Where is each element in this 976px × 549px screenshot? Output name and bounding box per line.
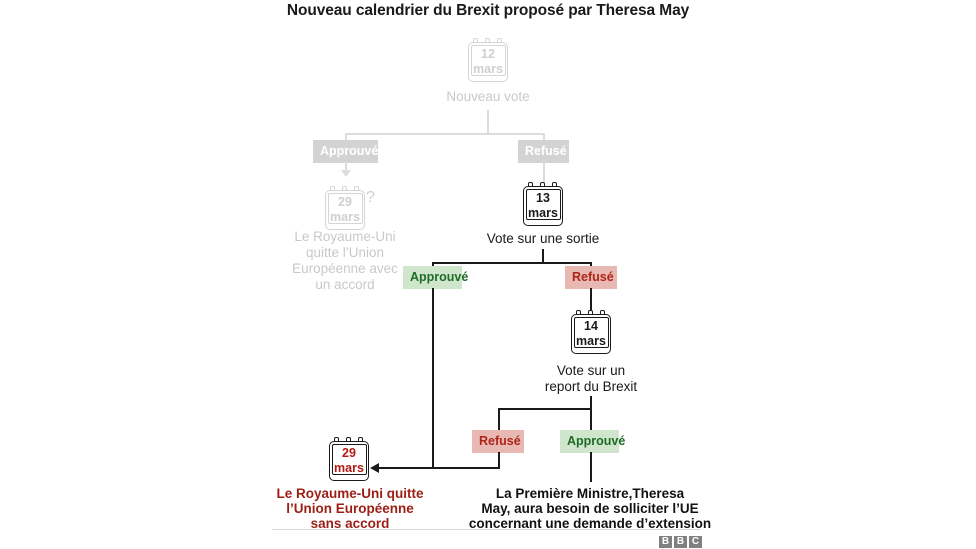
calendar-day: 29 <box>338 195 352 209</box>
connector-approuve2-long-vertical <box>432 288 434 468</box>
calendar-29-mars-with-deal: 29 mars <box>325 186 365 230</box>
label-vote-report-line2: report du Brexit <box>544 379 638 394</box>
calendar-date: 13 mars <box>525 189 561 220</box>
label-exit-with-deal-line1: Le Royaume-Uni <box>294 229 396 244</box>
bbc-logo-letter-b1: B <box>659 536 672 548</box>
calendar-month: mars <box>528 205 558 220</box>
bbc-logo: B B C <box>659 536 702 548</box>
connector-level3-horizontal <box>498 408 591 410</box>
connector-level1-left-drop <box>345 133 347 142</box>
calendar-14-mars: 14 mars <box>571 310 611 354</box>
connector-refuse2-stem <box>590 288 592 310</box>
label-vote-report-line1: Vote sur un <box>556 363 626 378</box>
calendar-day: 12 <box>481 47 495 61</box>
connector-level1-right-drop <box>543 133 545 142</box>
connector-level1-horizontal <box>345 133 544 135</box>
connector-refuse1-stem <box>543 161 545 182</box>
connector-refuse3-stem <box>498 452 500 469</box>
label-extension-line2: May, aura besoin de solliciter l’UE <box>481 501 699 516</box>
calendar-12-mars: 12 mars <box>468 38 508 82</box>
calendar-date: 12 mars <box>470 45 506 76</box>
question-mark-exit-with-deal: ? <box>366 189 375 206</box>
chip-refuse-vote13: Refusé <box>565 266 617 289</box>
chip-approuve-vote12: Approuvé <box>313 140 378 163</box>
calendar-day: 14 <box>584 319 598 333</box>
label-extension-line1: La Première Ministre,Theresa <box>495 486 685 501</box>
calendar-month: mars <box>576 333 606 348</box>
calendar-month: mars <box>473 61 503 76</box>
label-no-deal-line2: l’Union Européenne <box>286 501 414 516</box>
chip-approuve-vote13: Approuvé <box>403 266 468 289</box>
chip-approuve-vote14: Approuvé <box>560 430 625 453</box>
chip-refuse-vote14: Refusé <box>472 430 524 453</box>
calendar-month: mars <box>330 209 360 224</box>
calendar-day: 13 <box>536 191 550 205</box>
calendar-month: mars <box>334 460 364 475</box>
connector-vote12-stem <box>487 110 489 134</box>
calendar-29-mars-no-deal: 29 mars <box>329 437 369 481</box>
calendar-date: 29 mars <box>331 444 367 475</box>
label-no-deal-line1: Le Royaume-Uni quitte <box>276 486 424 501</box>
label-exit-with-deal-line2: quitte l’Union <box>305 245 385 260</box>
calendar-day: 29 <box>342 446 356 460</box>
label-vote-sur-une-sortie: Vote sur une sortie <box>486 231 600 246</box>
label-nouveau-vote: Nouveau vote <box>446 89 530 104</box>
connector-vote14-stem <box>590 396 592 409</box>
chip-refuse-vote12: Refusé <box>518 140 569 163</box>
connector-approuve3-stem <box>590 452 592 482</box>
bbc-logo-letter-c: C <box>689 536 702 548</box>
label-no-deal-line3: sans accord <box>310 516 390 531</box>
footer-divider <box>272 529 700 530</box>
connector-level2-horizontal <box>432 262 591 264</box>
calendar-date: 29 mars <box>327 193 363 224</box>
label-exit-with-deal-line4: un accord <box>315 277 375 292</box>
label-exit-with-deal-line3: Européenne avec <box>292 261 398 276</box>
arrow-left-icon-no-deal <box>370 463 379 473</box>
bbc-logo-letter-b2: B <box>674 536 687 548</box>
connector-level3-left-drop <box>498 408 500 430</box>
connector-level3-right-drop <box>590 408 592 430</box>
calendar-date: 14 mars <box>573 317 609 348</box>
label-extension-line3: concernant une demande d’extension <box>468 516 712 531</box>
connector-approuve1-stem <box>345 161 347 171</box>
arrow-down-icon-approuve1 <box>341 170 351 177</box>
connector-to-no-deal-horizontal <box>379 467 499 469</box>
connector-vote13-stem <box>542 249 544 263</box>
calendar-13-mars: 13 mars <box>523 182 563 226</box>
page-title: Nouveau calendrier du Brexit proposé par… <box>286 2 690 19</box>
